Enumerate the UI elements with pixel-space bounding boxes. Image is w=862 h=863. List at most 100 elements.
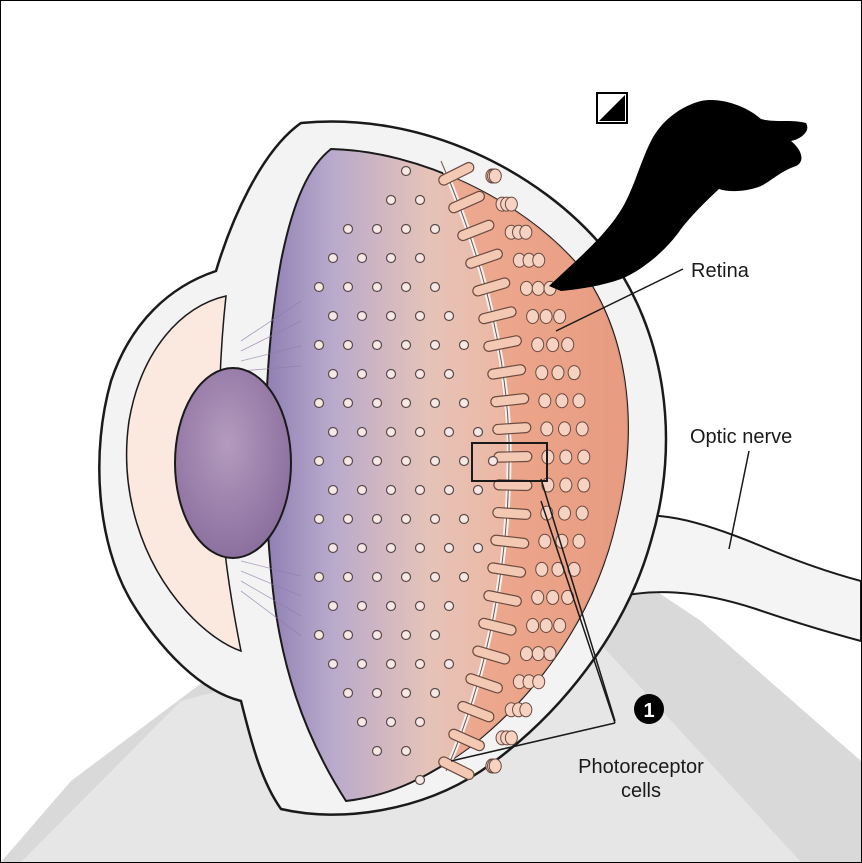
retina-cell-dot	[431, 631, 440, 640]
retina-cell-dot	[387, 428, 396, 437]
retina-cell-dot	[402, 457, 411, 466]
retina-cell-dot	[373, 225, 382, 234]
retina-cell-dot	[431, 573, 440, 582]
retina-cell-dot	[402, 225, 411, 234]
retina-cell-dot	[387, 254, 396, 263]
retina-cell-dot	[387, 312, 396, 321]
cone-cell	[541, 422, 553, 436]
retina-cell-dot	[373, 283, 382, 292]
retina-cell-dot	[402, 573, 411, 582]
retina-cell-dot	[315, 341, 324, 350]
label-optic-nerve: Optic nerve	[690, 426, 792, 448]
retina-cell-dot	[402, 283, 411, 292]
cone-cell	[554, 309, 566, 323]
retina-cell-dot	[387, 660, 396, 669]
retina-cell-dot	[460, 399, 469, 408]
cone-cell	[573, 394, 585, 408]
retina-cell-dot	[344, 399, 353, 408]
cone-cell	[540, 309, 552, 323]
retina-cell-dot	[431, 689, 440, 698]
cone-cell	[532, 338, 544, 352]
cone-cell	[559, 422, 571, 436]
retina-cell-dot	[445, 428, 454, 437]
cone-cell	[562, 338, 574, 352]
cone-cell	[505, 731, 517, 745]
bird-silhouette-icon	[549, 100, 807, 291]
retina-cell-dot	[489, 457, 498, 466]
retina-cell-dot	[445, 602, 454, 611]
retina-cell-dot	[416, 660, 425, 669]
retina-cell-dot	[402, 747, 411, 756]
step-number: 1	[643, 700, 654, 722]
retina-cell-dot	[344, 573, 353, 582]
retina-cell-dot	[474, 486, 483, 495]
retina-cell-dot	[344, 457, 353, 466]
retina-cell-dot	[373, 747, 382, 756]
cone-cell	[552, 366, 564, 380]
label-photoreceptor-line2: cells	[621, 780, 661, 802]
retina-cell-dot	[416, 196, 425, 205]
retina-cell-dot	[344, 631, 353, 640]
retina-cell-dot	[373, 515, 382, 524]
retina-cell-dot	[358, 254, 367, 263]
retina-cell-dot	[373, 457, 382, 466]
cone-cell	[533, 253, 545, 267]
retina-cell-dot	[460, 515, 469, 524]
cone-cell	[547, 590, 559, 604]
retina-cell-dot	[329, 602, 338, 611]
retina-cell-dot	[344, 341, 353, 350]
retina-cell-dot	[373, 573, 382, 582]
cone-cell	[556, 394, 568, 408]
retina-cell-dot	[344, 515, 353, 524]
cone-cell	[554, 619, 566, 633]
cone-cell	[520, 281, 532, 295]
retina-cell-dot	[329, 428, 338, 437]
retina-cell-dot	[460, 573, 469, 582]
retina-cell-dot	[460, 341, 469, 350]
retina-cell-dot	[416, 370, 425, 379]
retina-cell-dot	[387, 718, 396, 727]
cone-cell	[539, 534, 551, 548]
retina-cell-dot	[445, 486, 454, 495]
cone-cell	[568, 366, 580, 380]
cone-cell	[527, 309, 539, 323]
retina-cell-dot	[358, 544, 367, 553]
cone-cell	[489, 759, 501, 773]
retina-cell-dot	[416, 312, 425, 321]
retina-cell-dot	[460, 457, 469, 466]
retina-cell-dot	[358, 660, 367, 669]
cone-cell	[540, 619, 552, 633]
cone-cell	[520, 647, 532, 661]
retina-cell-dot	[387, 486, 396, 495]
photoreceptor-rod	[494, 451, 532, 462]
retina-cell-dot	[329, 486, 338, 495]
photoreceptor-rod	[493, 507, 532, 519]
retina-cell-dot	[387, 370, 396, 379]
cone-cell	[536, 366, 548, 380]
retina-cell-dot	[402, 167, 411, 176]
retina-cell-dot	[358, 312, 367, 321]
retina-cell-dot	[402, 689, 411, 698]
retina-cell-dot	[474, 428, 483, 437]
retina-cell-dot	[416, 486, 425, 495]
retina-cell-dot	[344, 225, 353, 234]
cone-cell	[576, 422, 588, 436]
retina-cell-dot	[344, 283, 353, 292]
retina-cell-dot	[445, 312, 454, 321]
cone-cell	[505, 197, 517, 211]
retina-cell-dot	[315, 515, 324, 524]
retina-cell-dot	[315, 283, 324, 292]
cone-cell	[520, 703, 532, 717]
retina-cell-dot	[373, 631, 382, 640]
retina-cell-dot	[431, 341, 440, 350]
contrast-box-icon	[597, 93, 627, 123]
cone-cell	[527, 619, 539, 633]
cone-cell	[559, 506, 571, 520]
retina-cell-dot	[431, 283, 440, 292]
retina-cell-dot	[416, 544, 425, 553]
retina-cell-dot	[474, 544, 483, 553]
retina-cell-dot	[387, 602, 396, 611]
cone-cell	[544, 647, 556, 661]
